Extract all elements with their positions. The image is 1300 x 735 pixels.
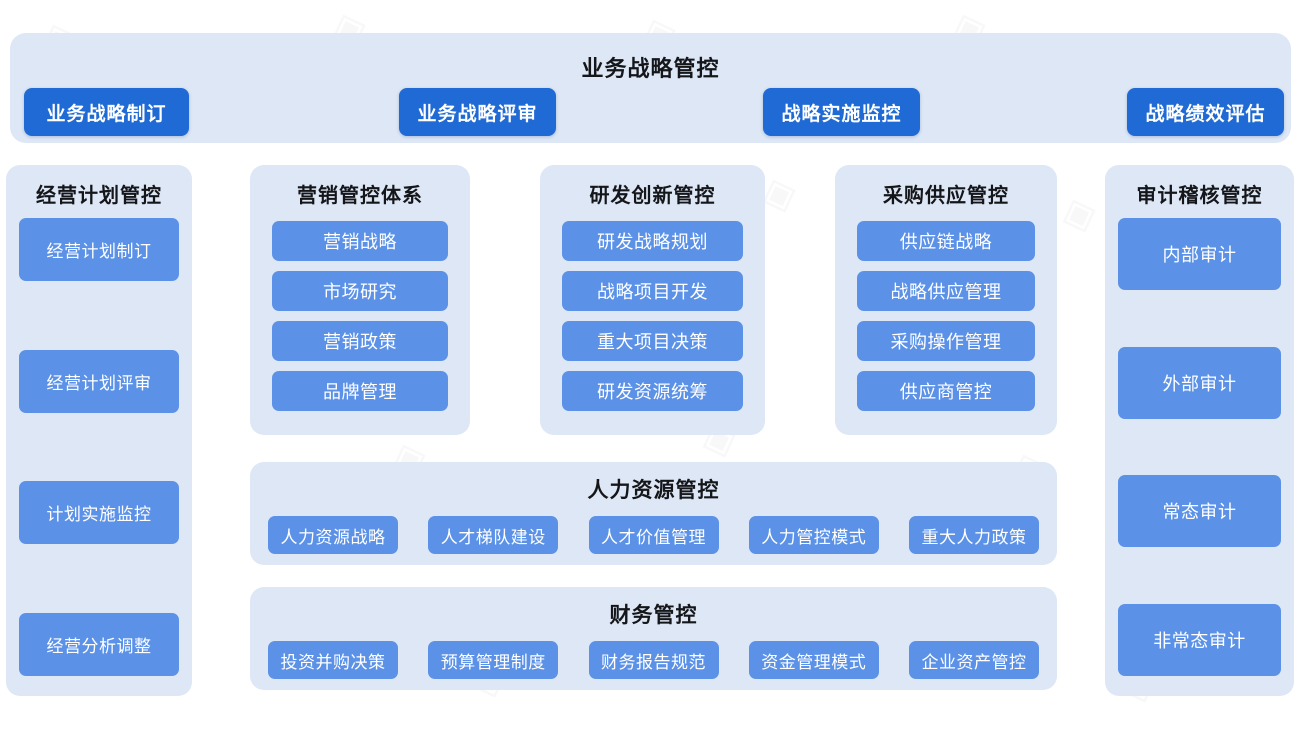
item-budget-management-system[interactable]: 预算管理制度 (428, 641, 559, 679)
item-business-analysis-adjustment[interactable]: 经营分析调整 (19, 612, 179, 676)
item-rnd-strategic-planning[interactable]: 研发战略规划 (562, 221, 743, 261)
item-investment-ma-decision[interactable]: 投资并购决策 (268, 641, 398, 679)
item-business-plan-formulation[interactable]: 经营计划制订 (19, 218, 179, 281)
panel-procurement-supply-control: 采购供应管控 供应链战略 战略供应管理 采购操作管理 供应商管控 (835, 165, 1057, 435)
panel-business-plan-control: 经营计划管控 经营计划制订 经营计划评审 计划实施监控 经营分析调整 (6, 165, 192, 696)
panel-title-human-resource-control: 人力资源管控 (587, 479, 720, 502)
item-hr-control-mode[interactable]: 人力管控模式 (748, 516, 879, 554)
item-rnd-resource-coordination[interactable]: 研发资源统筹 (562, 371, 743, 411)
panel-title-audit-inspection-control: 审计稽核管控 (1136, 185, 1263, 207)
item-talent-echelon-building[interactable]: 人才梯队建设 (428, 516, 559, 554)
item-marketing-strategy[interactable]: 营销战略 (272, 221, 448, 261)
business-strategy-button-row: 业务战略制订 业务战略评审 战略实施监控 战略绩效评估 (10, 33, 1291, 143)
item-hr-strategy[interactable]: 人力资源战略 (268, 516, 398, 554)
panel-title-marketing-control-system: 营销管控体系 (297, 185, 423, 207)
panel-title-financial-control: 财务管控 (609, 604, 698, 627)
button-strategy-performance-evaluation[interactable]: 战略绩效评估 (1127, 88, 1284, 136)
item-major-project-decision[interactable]: 重大项目决策 (562, 321, 743, 361)
item-market-research[interactable]: 市场研究 (272, 271, 448, 311)
item-major-hr-policy[interactable]: 重大人力政策 (909, 516, 1039, 554)
panel-financial-control: 财务管控 投资并购决策 预算管理制度 财务报告规范 资金管理模式 企业资产管控 (250, 587, 1057, 690)
panel-business-strategy: 业务战略管控 业务战略制订 业务战略评审 战略实施监控 战略绩效评估 (10, 33, 1291, 143)
panel-title-rnd-innovation-control: 研发创新管控 (589, 185, 716, 207)
item-plan-implementation-monitoring[interactable]: 计划实施监控 (19, 481, 179, 545)
item-strategic-project-development[interactable]: 战略项目开发 (562, 271, 743, 311)
marketing-item-stack: 营销战略 市场研究 营销政策 品牌管理 (250, 221, 470, 411)
hr-item-row: 人力资源战略 人才梯队建设 人才价值管理 人力管控模式 重大人力政策 (250, 516, 1057, 554)
item-non-routine-audit[interactable]: 非常态审计 (1118, 603, 1281, 676)
audit-item-stack: 内部审计 外部审计 常态审计 非常态审计 (1105, 218, 1294, 676)
item-fund-management-mode[interactable]: 资金管理模式 (748, 641, 879, 679)
item-procurement-operation-management[interactable]: 采购操作管理 (857, 321, 1035, 361)
item-routine-audit[interactable]: 常态审计 (1118, 475, 1281, 548)
button-strategy-implementation-monitoring[interactable]: 战略实施监控 (763, 88, 920, 136)
item-business-plan-review[interactable]: 经营计划评审 (19, 349, 179, 413)
item-financial-reporting-standards[interactable]: 财务报告规范 (588, 641, 719, 679)
business-plan-item-stack: 经营计划制订 经营计划评审 计划实施监控 经营分析调整 (6, 218, 192, 676)
item-supply-chain-strategy[interactable]: 供应链战略 (857, 221, 1035, 261)
finance-item-row: 投资并购决策 预算管理制度 财务报告规范 资金管理模式 企业资产管控 (250, 641, 1057, 679)
item-internal-audit[interactable]: 内部审计 (1118, 218, 1281, 290)
panel-marketing-control-system: 营销管控体系 营销战略 市场研究 营销政策 品牌管理 (250, 165, 470, 435)
panel-human-resource-control: 人力资源管控 人力资源战略 人才梯队建设 人才价值管理 人力管控模式 重大人力政… (250, 462, 1057, 565)
item-external-audit[interactable]: 外部审计 (1118, 346, 1281, 419)
rnd-item-stack: 研发战略规划 战略项目开发 重大项目决策 研发资源统筹 (540, 221, 765, 411)
item-strategic-supply-management[interactable]: 战略供应管理 (857, 271, 1035, 311)
item-marketing-policy[interactable]: 营销政策 (272, 321, 448, 361)
item-brand-management[interactable]: 品牌管理 (272, 371, 448, 411)
panel-title-business-plan-control: 经营计划管控 (36, 185, 162, 207)
panel-rnd-innovation-control: 研发创新管控 研发战略规划 战略项目开发 重大项目决策 研发资源统筹 (540, 165, 765, 435)
item-talent-value-management[interactable]: 人才价值管理 (588, 516, 719, 554)
button-business-strategy-formulation[interactable]: 业务战略制订 (24, 88, 189, 136)
item-supplier-control[interactable]: 供应商管控 (857, 371, 1035, 411)
procurement-item-stack: 供应链战略 战略供应管理 采购操作管理 供应商管控 (835, 221, 1057, 411)
panel-title-procurement-supply-control: 采购供应管控 (883, 185, 1009, 207)
item-enterprise-asset-control[interactable]: 企业资产管控 (909, 641, 1039, 679)
panel-audit-inspection-control: 审计稽核管控 内部审计 外部审计 常态审计 非常态审计 (1105, 165, 1294, 696)
button-business-strategy-review[interactable]: 业务战略评审 (399, 88, 556, 136)
panel-title-business-strategy: 业务战略管控 (581, 56, 720, 81)
